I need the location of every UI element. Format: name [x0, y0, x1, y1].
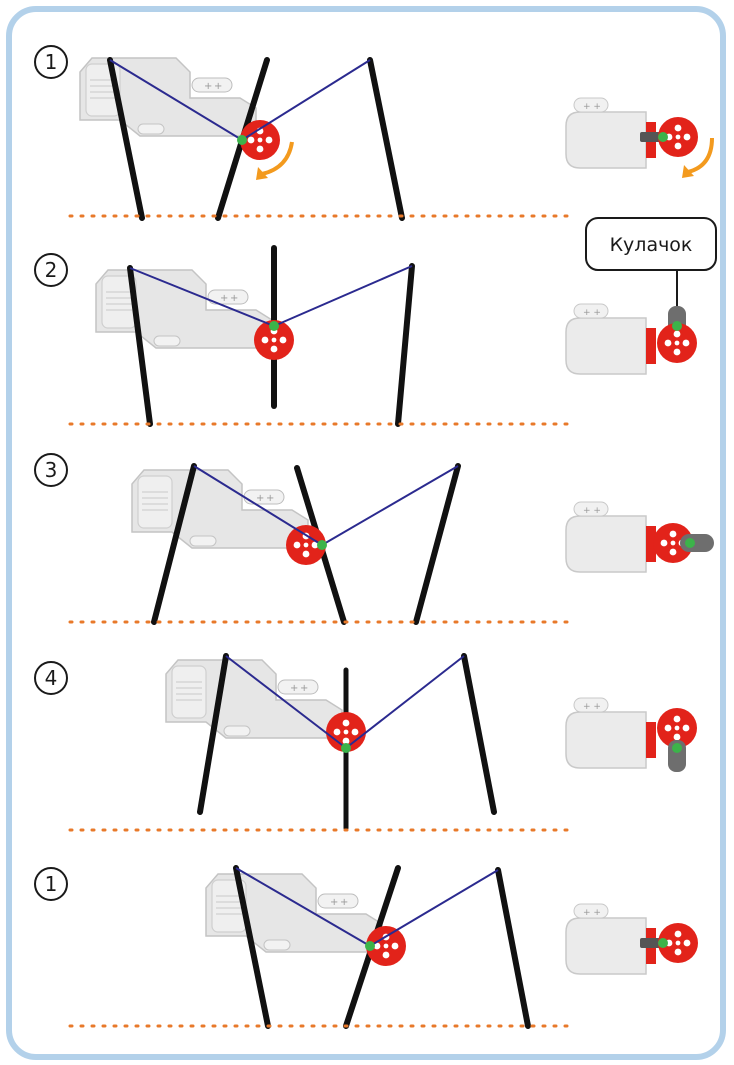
string [193, 465, 323, 546]
lego-motor-icon [565, 697, 657, 769]
leg [151, 463, 197, 625]
lego-motor-icon [205, 873, 383, 953]
string [129, 267, 275, 327]
string [109, 59, 243, 141]
string [345, 655, 465, 749]
step-number: 4 [45, 666, 58, 690]
lego-motor-icon [565, 501, 657, 573]
pivot-point [237, 135, 247, 145]
step-number: 1 [45, 50, 58, 74]
step-badge [34, 45, 68, 79]
string [235, 867, 371, 947]
leg [395, 263, 415, 427]
step-badge [34, 867, 68, 901]
step-3-panel: 3 [34, 453, 714, 625]
rotation-arrow-icon [261, 141, 294, 176]
step-number: 1 [45, 872, 58, 896]
lego-motor-icon [95, 269, 273, 349]
leg [413, 463, 461, 625]
string [273, 265, 413, 327]
cam-callout [585, 217, 717, 271]
rotation-arrow-icon [687, 137, 714, 174]
step-badge [34, 253, 68, 287]
cam-callout-label: Кулачок [610, 234, 693, 256]
lego-motor-icon [79, 57, 257, 137]
pivot-point [365, 941, 375, 951]
leg [495, 867, 531, 1029]
step-1-panel: 1 [34, 45, 714, 221]
leg [233, 865, 271, 1029]
step-number: 2 [45, 258, 58, 282]
leg [367, 57, 405, 221]
leg [197, 653, 229, 815]
leg [107, 57, 145, 221]
lego-motor-icon [565, 303, 657, 375]
step-1-repeat-panel: 1 [34, 865, 698, 1029]
pivot-point [317, 540, 327, 550]
string [241, 59, 371, 141]
pivot-point [341, 743, 351, 753]
string [225, 655, 347, 749]
leg [461, 653, 497, 815]
step-number: 3 [45, 458, 58, 482]
leg [127, 265, 153, 427]
step-4-panel: 4 [34, 653, 697, 832]
lego-motor-icon [165, 659, 343, 739]
step-badge [34, 453, 68, 487]
step-badge [34, 661, 68, 695]
string [321, 465, 459, 546]
pivot-point [269, 321, 279, 331]
string [369, 869, 499, 947]
step-2-panel: Кулачок 2 [34, 217, 717, 427]
